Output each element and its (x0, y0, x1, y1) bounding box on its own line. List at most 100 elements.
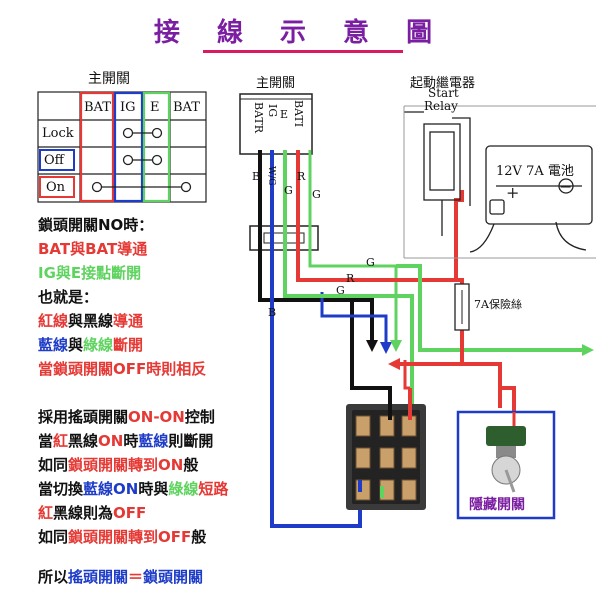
battery-label: 12V 7A 電池 (496, 164, 574, 179)
note-green: 綠線 (168, 480, 199, 498)
note-when: 當 (38, 432, 54, 450)
blue-wire-2 (320, 292, 388, 342)
note-line-13: 如同鎖頭開關轉到OFF般 (38, 526, 206, 548)
black-arrow-down (366, 340, 378, 352)
note-line-10: 如同鎖頭開關轉到ON般 (38, 454, 198, 476)
terminal-batr: BATR (252, 102, 265, 134)
wire-tag-g1: G (284, 184, 293, 197)
fuse-label: 7A保險絲 (474, 298, 522, 311)
row-lock: Lock (42, 126, 74, 141)
note-line-12: 紅黑線則為OFF (38, 502, 146, 524)
note-as-if: 如同 (38, 456, 69, 474)
note-lock-on: 鎖頭開關轉到ON (68, 456, 184, 474)
green-wire-2 (308, 150, 398, 340)
terminal-bati: BATI (292, 100, 305, 128)
note-so: 所以 (38, 568, 69, 586)
red-wire (296, 150, 464, 360)
note-black-then: 黑線則為 (53, 504, 114, 522)
note-red: 紅 (53, 432, 69, 450)
wire-tag-b-lower: B (268, 306, 277, 319)
page-title: 接 線 示 意 圖 (153, 18, 447, 48)
switch-table-contacts (91, 127, 192, 193)
red-arrow (388, 358, 400, 370)
note-red-2: 紅 (38, 504, 54, 522)
note-control: 控制 (184, 408, 215, 426)
note-lock-switch: 鎖頭開關 (143, 568, 204, 586)
note-and-2: 與 (68, 336, 84, 354)
terminal-e: E (280, 108, 289, 121)
note-line-14: 所以搖頭開關＝鎖頭開關 (38, 566, 203, 588)
note-line-9: 當紅黑線ON時藍線則斷開 (38, 430, 213, 452)
start-relay (404, 111, 471, 236)
ig-col-box-blue (113, 91, 144, 203)
on-row-box (39, 176, 75, 198)
battery-plus: + (506, 183, 519, 202)
note-rocker: 採用搖頭開關 (38, 408, 129, 426)
e-col-box-green (142, 91, 171, 203)
note-equals: ＝ (128, 568, 144, 586)
off-row-box (39, 149, 75, 171)
note-line-2: BAT與BAT導通 (38, 240, 148, 258)
note-time: 時 (123, 432, 139, 450)
main-switch-terminal-block (239, 93, 313, 155)
row-on: On (46, 180, 66, 195)
note-lock-off: 鎖頭開關轉到OFF (68, 528, 192, 546)
title-underline (203, 50, 403, 53)
note-disconnected: 斷開 (113, 336, 144, 354)
col-bat-1: BAT (84, 100, 111, 115)
green-wire-right (396, 264, 582, 352)
relay-label-start: Start (428, 86, 459, 100)
hidden-switch-label: 隱藏開關 (469, 497, 525, 513)
note-off: OFF (113, 504, 147, 522)
relay-label-relay: Relay (424, 99, 458, 113)
note-like: 般 (183, 456, 199, 474)
note-and: 與 (68, 312, 84, 330)
note-green-wire: 綠線 (83, 336, 114, 354)
red-wire-relay (454, 190, 464, 280)
note-as-if-2: 如同 (38, 528, 69, 546)
black-wire (258, 150, 374, 340)
rocker-switch (346, 404, 426, 510)
wire-tag-r: R (297, 170, 306, 183)
note-line-5: 紅線與黑線導通 (38, 310, 143, 332)
col-e: E (150, 100, 160, 115)
note-black: 黑線 (68, 432, 99, 450)
note-line-4: 也就是： (38, 288, 99, 306)
note-then-off: 則斷開 (168, 432, 214, 450)
blue-arrow-down (380, 342, 392, 354)
note-line-6: 藍線與綠線斷開 (38, 334, 143, 356)
row-off: Off (44, 153, 64, 168)
col-bat-2: BAT (173, 100, 200, 115)
note-short: 短路 (198, 480, 229, 498)
wire-tag-b: B (252, 170, 261, 183)
wire-tag-g-right: G (366, 256, 375, 269)
note-blue: 藍線 (138, 432, 169, 450)
toggle-switch-photo (486, 426, 526, 493)
relay-label-cn: 起動繼電器 (410, 76, 476, 91)
battery (469, 145, 593, 253)
wire-tag-g2: G (312, 188, 321, 201)
green-arrow-down (390, 340, 402, 352)
note-on: ON (98, 432, 124, 450)
note-like-2: 般 (191, 528, 207, 546)
note-connected: 導通 (113, 312, 144, 330)
note-black-wire: 黑線 (83, 312, 114, 330)
green-arrow-right (582, 344, 594, 356)
note-line-8: 採用搖頭開關ON-ON控制 (38, 406, 215, 428)
note-line-11: 當切換藍線ON時與綠線短路 (38, 478, 228, 500)
battery-minus: − (559, 177, 572, 196)
terminal-ig: IG (266, 104, 279, 118)
col-ig: IG (120, 100, 136, 115)
note-blue-on: 藍線ON (83, 480, 139, 498)
relay-frame (403, 105, 596, 259)
note-on-on: ON-ON (128, 408, 185, 426)
note-with: 時與 (138, 480, 169, 498)
bat-col-box-red (79, 91, 115, 203)
note-when-switch: 當切換 (38, 480, 84, 498)
note-line-1: 鎖頭開關NO時： (38, 216, 154, 234)
note-red-wire: 紅線 (38, 312, 69, 330)
note-rocker-switch: 搖頭開關 (68, 568, 129, 586)
note-blue-wire: 藍線 (38, 336, 69, 354)
main-switch-heading: 主開關 (256, 76, 296, 91)
